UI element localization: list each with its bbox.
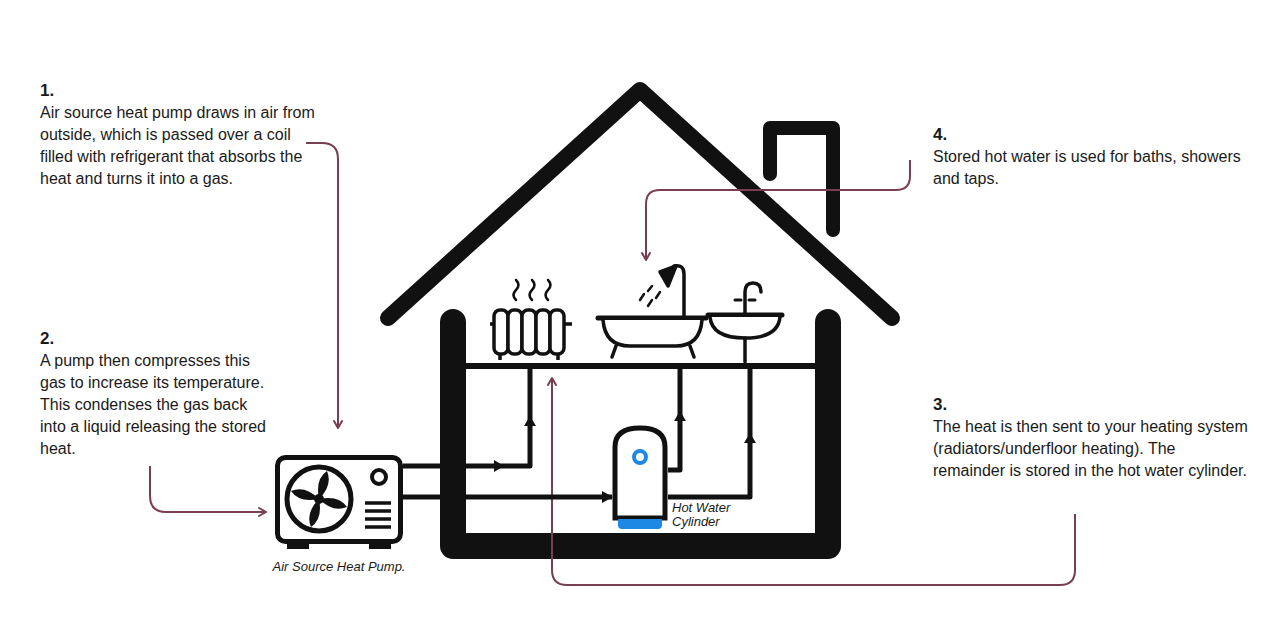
callout-number: 2. <box>40 328 275 350</box>
radiator-icon <box>508 310 522 354</box>
flow-arrow <box>494 460 504 472</box>
callout-text: A pump then compresses this gas to incre… <box>40 350 275 460</box>
flow-arrow <box>674 411 686 421</box>
sink-icon <box>735 299 755 302</box>
bath-shower-icon <box>598 266 706 357</box>
radiator-icon <box>536 310 550 354</box>
heat-pump-unit-shape <box>278 458 401 542</box>
callout-number: 3. <box>933 394 993 416</box>
house-outline <box>453 322 828 546</box>
sink-icon <box>710 317 780 338</box>
callout-number: 1. <box>40 80 100 102</box>
component-caption: Air Source Heat Pump. <box>273 560 406 574</box>
radiator-icon <box>494 310 508 354</box>
bath-shower-icon <box>612 346 694 357</box>
bath-shower-icon <box>674 266 684 318</box>
bath-shower-icon <box>603 320 702 346</box>
callout-text: The heat is then sent to your heating sy… <box>933 416 1248 482</box>
radiator-icon <box>550 310 564 354</box>
leader-line <box>646 160 910 260</box>
sink-icon <box>743 338 747 362</box>
bath-shower-icon <box>598 316 706 321</box>
heat-pump-unit-shape <box>287 541 309 549</box>
bath-shower-icon <box>660 266 676 286</box>
pipework <box>668 368 750 497</box>
heat-pump-unit-shape <box>287 467 351 531</box>
leader-line <box>306 143 338 428</box>
radiator-icon <box>490 280 572 360</box>
flow-arrow <box>744 433 756 443</box>
heat-pump-unit: Air Source Heat Pump. <box>275 455 403 550</box>
heat-pump-unit-shape <box>365 503 391 527</box>
radiator-icon <box>514 280 551 300</box>
house-outline <box>466 363 815 369</box>
hot-water-cylinder-shape <box>615 428 665 518</box>
radiator-icon <box>490 324 572 360</box>
callout-text: Stored hot water is used for baths, show… <box>933 146 1253 190</box>
callout-number: 4. <box>933 124 993 146</box>
sink-icon <box>708 283 782 362</box>
radiator-icon <box>522 310 536 354</box>
leader-line <box>150 466 266 512</box>
pipework <box>403 368 750 497</box>
callout-text: Air source heat pump draws in air from o… <box>40 102 318 190</box>
pipework <box>403 368 530 466</box>
bath-shower-icon <box>640 286 660 306</box>
component-caption: Hot Water Cylinder <box>672 501 744 529</box>
heat-pump-unit-shape <box>291 471 347 527</box>
heat-pump-unit-shape <box>275 455 403 550</box>
hot-water-cylinder-shape <box>612 425 668 530</box>
hot-water-cylinder: Hot Water Cylinder <box>612 425 668 530</box>
heat-pump-unit-shape <box>372 470 386 484</box>
hot-water-cylinder-shape <box>618 519 662 529</box>
house-outline <box>388 90 892 318</box>
sink-icon <box>745 283 761 313</box>
leader-line <box>552 378 1075 585</box>
leader-line <box>150 143 1075 585</box>
flow-arrow <box>524 416 536 426</box>
house-outline <box>388 90 892 546</box>
house-outline <box>770 128 833 230</box>
hot-water-cylinder-shape <box>634 451 646 463</box>
heat-pump-unit-shape <box>369 541 391 549</box>
pipe-connector <box>403 495 612 500</box>
